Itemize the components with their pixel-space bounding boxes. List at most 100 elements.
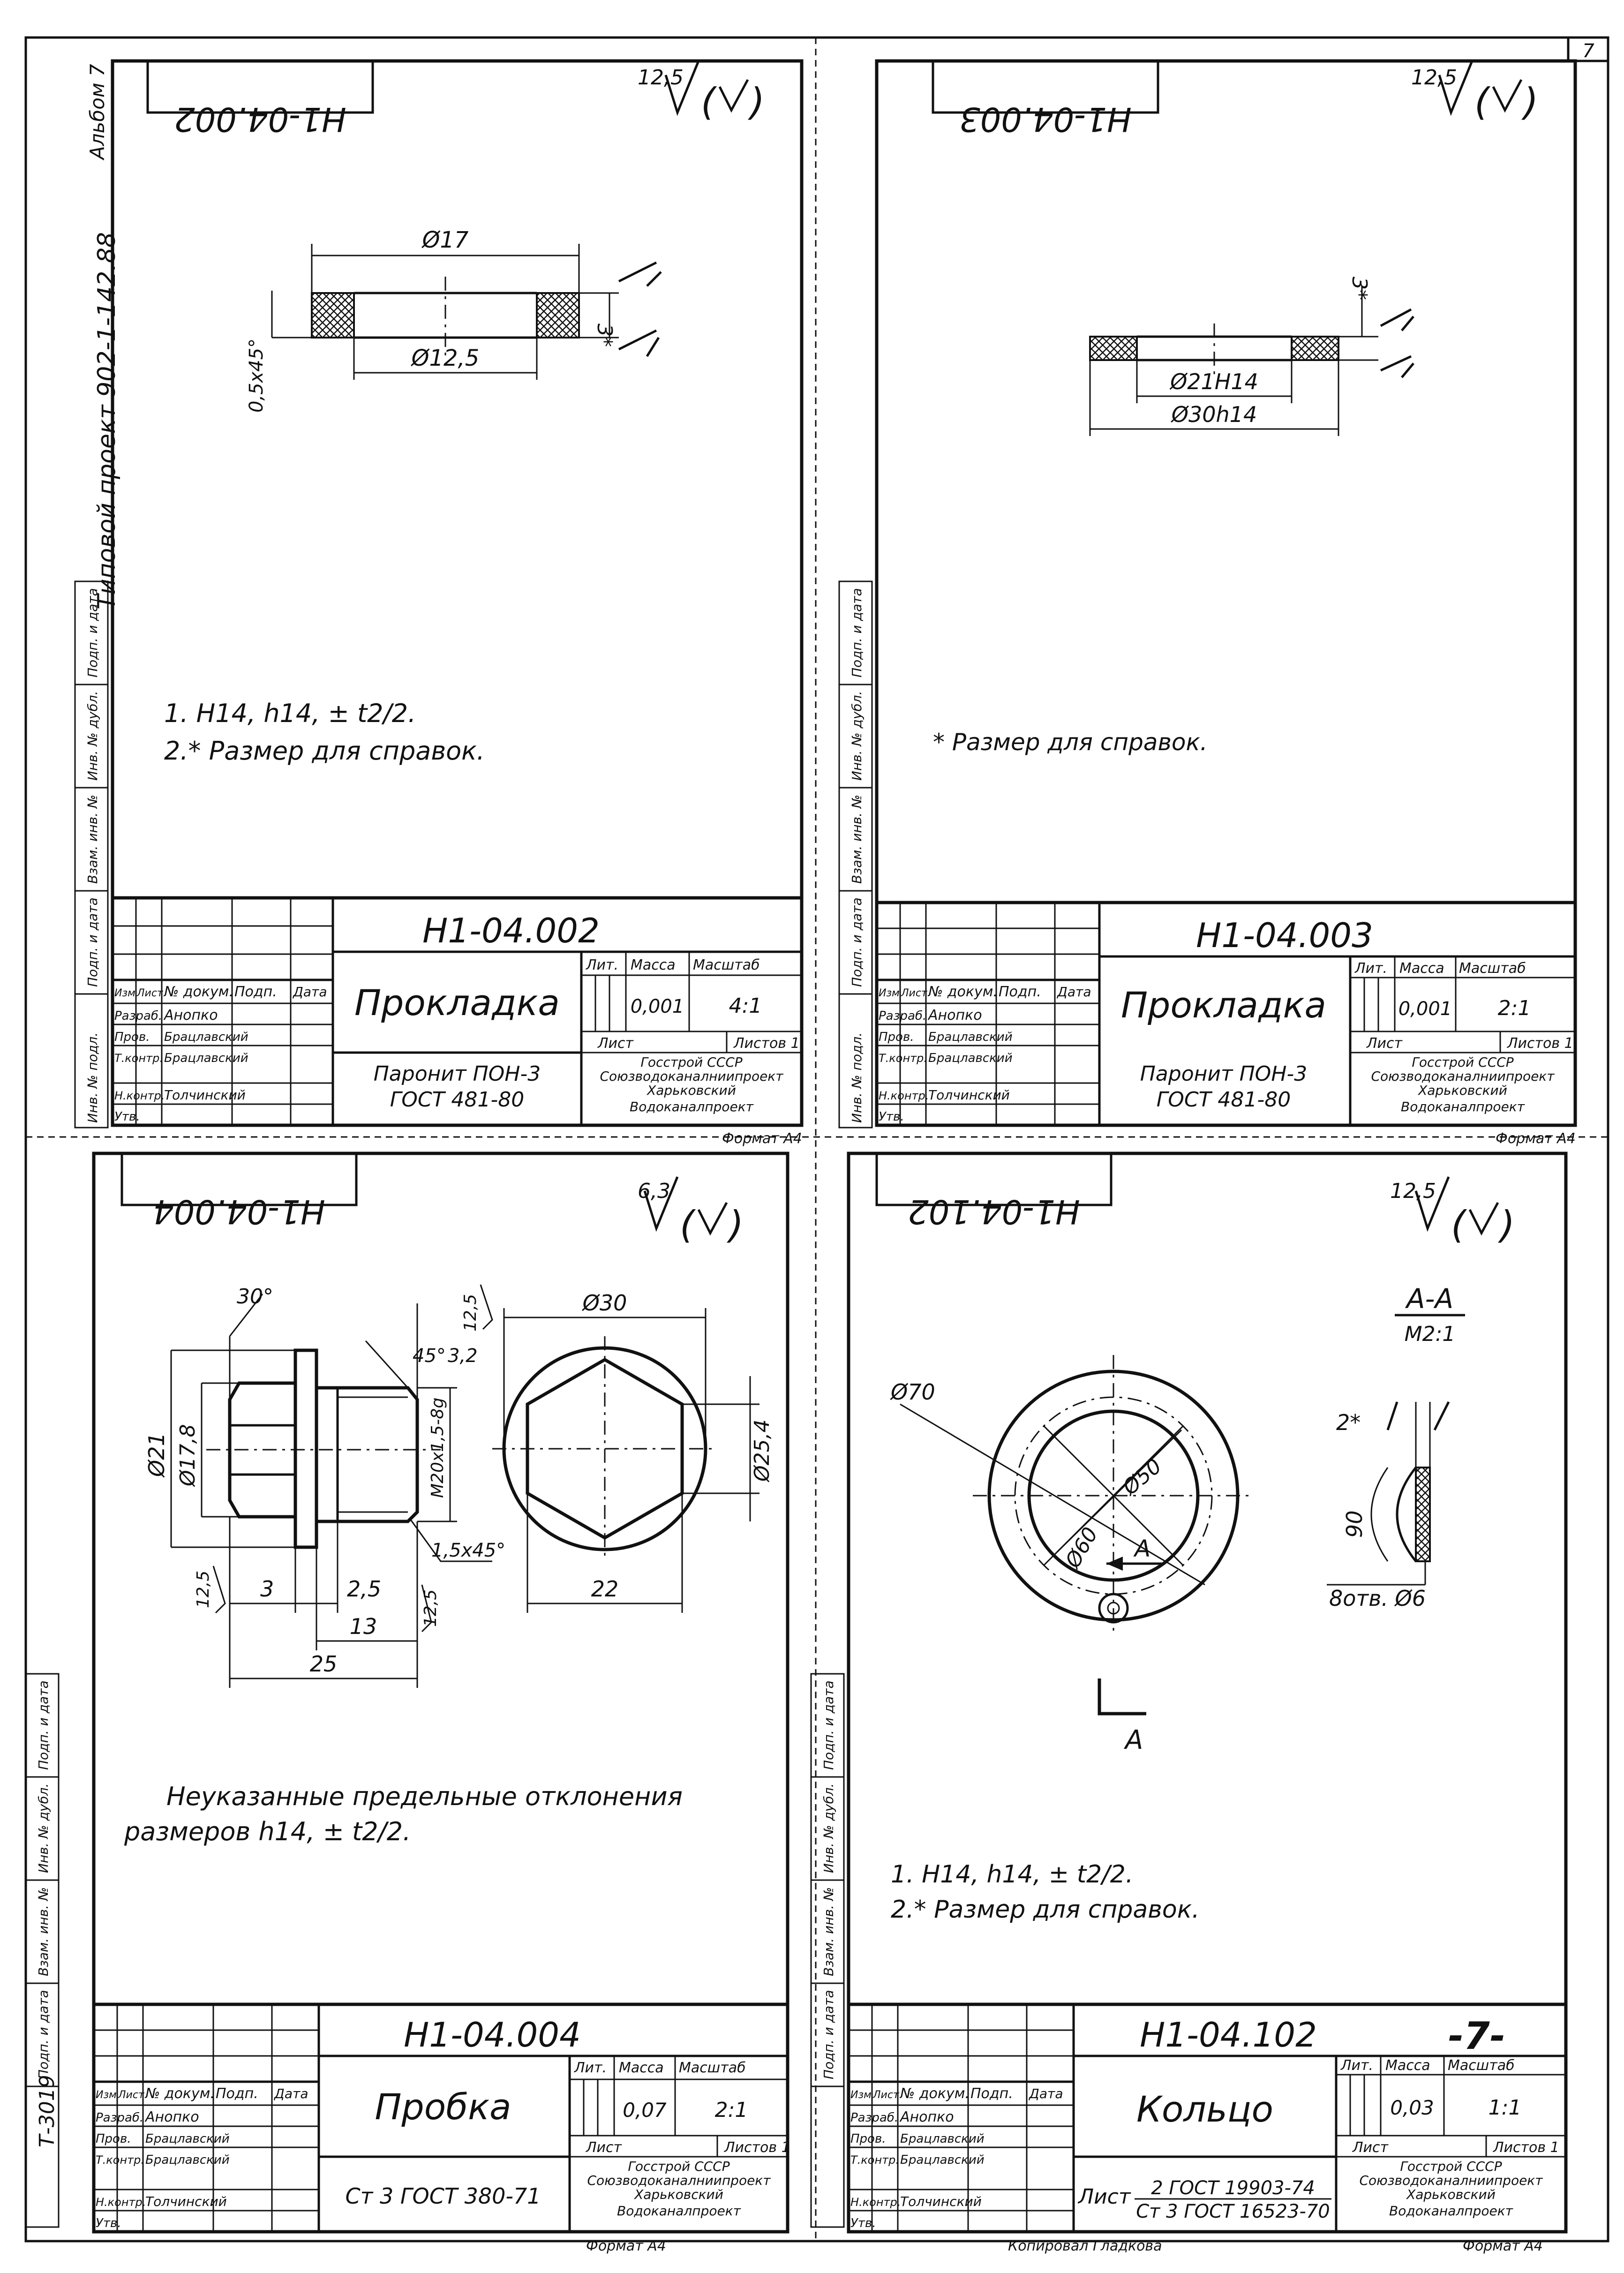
svg-text:Лит.: Лит. [586,957,618,973]
svg-text:Брацлавский: Брацлавский [164,1051,248,1065]
material-line: ГОСТ 481-80 [1157,1088,1291,1112]
svg-text:Лист: Лист [118,2089,145,2101]
sheet-code-mirror: Н1-04.003 [959,100,1131,138]
svg-text:Н.контр.: Н.контр. [114,1089,165,1102]
svg-text:Листов 1: Листов 1 [724,2139,790,2156]
part-name: Пробка [375,2086,511,2128]
svg-text:Водоканалпроект: Водоканалпроект [630,1099,754,1114]
part-name: Прокладка [354,982,560,1024]
svg-text:Дата: Дата [1028,2086,1063,2101]
section-title: А-А [1405,1283,1453,1315]
svg-text:Толчинский: Толчинский [145,2194,227,2209]
svg-text:Пров.: Пров. [114,1030,150,1044]
dim-d30: Ø30 [582,1290,627,1316]
svg-text:6,3: 6,3 [638,1179,670,1203]
copied-label: Копировал Гладкова [1008,2238,1162,2254]
svg-text:Масштаб: Масштаб [693,957,760,973]
svg-text:Госстрой СССР: Госстрой СССР [1412,1054,1513,1070]
svg-text:Брацлавский: Брацлавский [164,1030,248,1044]
dim-chamfer-15: 1,5х45° [431,1540,505,1561]
dim-across-flats: 22 [591,1576,619,1602]
svg-text:Водоканалпроект: Водоканалпроект [1401,1099,1525,1114]
scale-value: 1:1 [1489,2096,1522,2120]
mass-value: 0,001 [1398,998,1452,1020]
svg-text:Лист: Лист [136,987,164,999]
material-line: Ст 3 ГОСТ 16523-70 [1136,2201,1330,2222]
svg-text:Т.контр.: Т.контр. [850,2153,899,2167]
title-block-q1: Изм Лист № докум. Подп. Дата Разраб. Ано… [111,896,804,1127]
side-strip-q3: Подп. и дата Инв. № дубл. Взам. инв. № П… [25,1673,60,2228]
dim-len-13: 13 [350,1614,377,1639]
format-label: Формат А4 [586,2238,666,2254]
roughness-symbol: 12,5 ( ) [638,60,765,124]
sheet-code-mirror: Н1-04.102 [908,1192,1080,1231]
side-label: Взам. инв. № [849,795,865,884]
side-strip-q2: Подп. и дата Инв. № дубл. Взам. инв. № П… [838,580,873,1129]
svg-text:№ докум.: № докум. [144,2085,215,2102]
side-label: Инв. № подл. [85,1032,100,1123]
note-line: 1. Н14, h14, ± t2/2. [164,699,416,728]
side-label: Инв. № подл. [849,1032,865,1123]
dim-angle-30: 30° [237,1285,273,1309]
svg-text:Лит.: Лит. [1354,960,1387,977]
svg-text:Харьковский: Харьковский [633,2187,723,2202]
title-block-q4: Изм Лист № докум. Подп. Дата Разраб. Ано… [847,2002,1568,2234]
svg-text:Листов 1: Листов 1 [1507,1035,1573,1052]
svg-text:Брацлавский: Брацлавский [928,1051,1013,1065]
svg-text:Т.контр.: Т.контр. [96,2153,144,2167]
format-label: Формат А4 [722,1130,802,1147]
svg-text:12,5: 12,5 [1411,66,1457,90]
svg-text:Брацлавский: Брацлавский [145,2153,230,2167]
roughness-symbol: 6,3 ( ) [638,1176,744,1247]
side-label: Подп. и дата [36,1990,51,2079]
note-line: Неуказанные предельные отклонения [166,1782,683,1811]
svg-text:12,5: 12,5 [194,1571,213,1608]
material-line: Паронит ПОН-3 [1140,1062,1308,1086]
dim-d21: Ø21Н14 [1169,369,1258,394]
side-strip-q4: Подп. и дата Инв. № дубл. Взам. инв. № П… [810,1673,845,2228]
svg-text:Толчинский: Толчинский [928,1087,1010,1103]
svg-text:№ докум.: № докум. [899,2085,970,2102]
svg-text:Разраб.: Разраб. [114,1009,162,1023]
svg-text:Подп.: Подп. [234,984,277,1000]
svg-text:): ) [748,80,765,124]
side-label: Инв. № дубл. [849,691,865,781]
side-label: Подп. и дата [821,1990,836,2079]
svg-text:Лист: Лист [586,2139,623,2156]
side-label: Подп. и дата [849,588,865,677]
svg-text:(: ( [1451,1203,1467,1247]
dim-d50: Ø50 [1118,1454,1166,1501]
svg-text:Изм: Изм [96,2089,117,2101]
svg-text:Лист: Лист [1352,2139,1389,2156]
material-line: 2 ГОСТ 19903-74 [1151,2177,1315,2199]
dim-chamfer-45: 45° [413,1345,446,1367]
side-label: Подп. и дата [85,897,100,987]
title-block-q3: Изм Лист № докум. Подп. Дата Разраб. Ано… [92,2002,790,2234]
mass-value: 0,001 [631,996,684,1017]
svg-text:Масштаб: Масштаб [679,2060,746,2076]
svg-text:12,5: 12,5 [1390,1179,1436,1203]
scale-value: 2:1 [715,2098,748,2122]
title-block-q2: Изм Лист № докум. Подп. Дата Разраб. Ано… [875,901,1577,1127]
svg-text:Утв.: Утв. [114,1110,140,1124]
side-label: Инв. № дубл. [85,691,100,781]
svg-text:Пров.: Пров. [96,2132,131,2146]
svg-text:(: ( [680,1203,696,1247]
side-label: Взам. инв. № [821,1887,836,1976]
material-label: Лист [1077,2185,1131,2209]
dim-d17-8: Ø17,8 [176,1424,200,1487]
sheet-q4: Н1-04.102 12,5 ( ) Ø70 Ø50 Ø60 А [847,1152,1568,2254]
svg-text:Лист: Лист [901,987,928,999]
svg-text:Дата: Дата [273,2086,308,2101]
outer-frame [24,36,1609,2243]
svg-text:Масса: Масса [1399,960,1444,977]
svg-text:Подп.: Подп. [999,984,1041,1000]
title-code: Н1-04.003 [1196,916,1373,955]
sheet-q2: Н1-04.003 12,5 ( ) Ø21Н14 Ø30h14 3* [875,59,1577,1147]
section-aa: А-А М2:1 2* 90 8отв. Ø6 [1327,1283,1465,1611]
svg-text:Утв.: Утв. [879,1110,904,1124]
svg-text:Водоканалпроект: Водоканалпроект [1389,2203,1513,2219]
side-label: Взам. инв. № [36,1887,51,1976]
project-label: Типовой проект 902-1-142.88 [93,232,121,610]
